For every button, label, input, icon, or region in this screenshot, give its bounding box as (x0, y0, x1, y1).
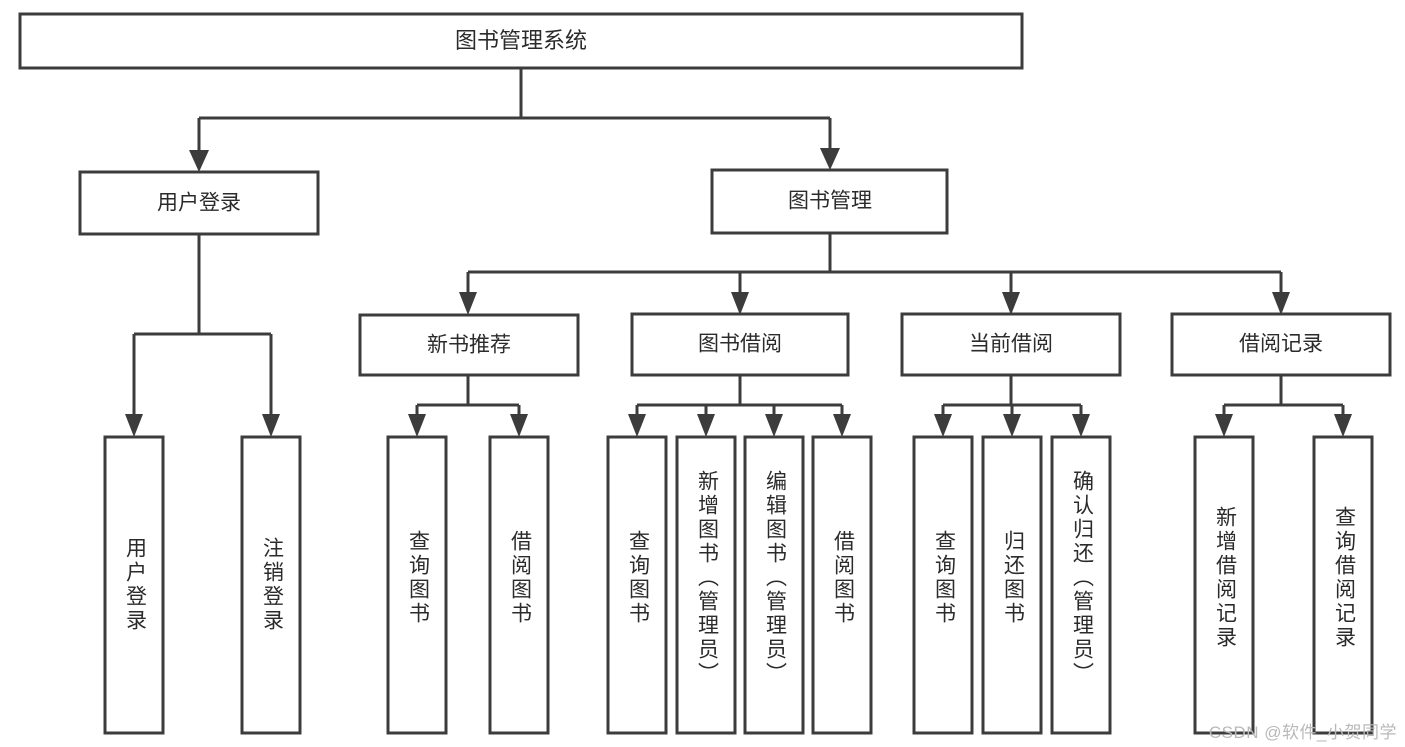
node-book-management-box[interactable] (710, 168, 949, 235)
node-leaf-return-book[interactable]: 归还图书 (981, 435, 1043, 735)
connector-group-book-management (459, 233, 1290, 315)
node-leaf-query-record[interactable]: 查询借阅记录 (1312, 435, 1374, 735)
node-user-login-box[interactable] (78, 170, 320, 236)
node-book-borrow[interactable]: 图书借阅 (630, 312, 850, 377)
connector-group-current-borrow (934, 375, 1090, 437)
node-leaf-user-login[interactable]: 用户登录 (103, 435, 165, 735)
node-leaf-add-book-box[interactable] (675, 435, 737, 735)
node-root[interactable]: 图书管理系统 (18, 12, 1024, 70)
node-leaf-add-record-box[interactable] (1193, 435, 1255, 735)
node-leaf-edit-book-box[interactable] (743, 435, 805, 735)
node-leaf-query-book-3-box[interactable] (912, 435, 974, 735)
node-new-book-recommend-box[interactable] (358, 313, 580, 377)
node-leaf-borrow-book-2-label: 借阅图书 (831, 530, 855, 626)
node-leaf-add-book[interactable]: 新增图书（管理员） (675, 435, 737, 735)
arrow-head-book-management (820, 148, 840, 170)
node-book-borrow-box[interactable] (630, 312, 850, 377)
arrow-head-leaf-query-book-2 (628, 414, 646, 437)
arrow-head-book-borrow (731, 292, 749, 315)
arrow-head-current-borrow (1002, 292, 1020, 315)
node-book-borrow-label: 图书借阅 (698, 333, 782, 356)
node-leaf-logout-box[interactable] (240, 435, 302, 735)
node-leaf-edit-book-label: 编辑图书（管理员） (763, 470, 787, 686)
node-leaf-logout-label: 注销登录 (260, 537, 284, 633)
node-leaf-borrow-book-1[interactable]: 借阅图书 (488, 435, 550, 735)
node-leaf-confirm-return[interactable]: 确认归还（管理员） (1050, 435, 1112, 735)
node-leaf-edit-book[interactable]: 编辑图书（管理员） (743, 435, 805, 735)
arrow-head-new-book-recommend (459, 292, 477, 315)
node-leaf-user-login-label: 用户登录 (123, 537, 147, 633)
node-leaf-query-book-1-box[interactable] (386, 435, 448, 735)
node-current-borrow-box[interactable] (900, 312, 1122, 377)
node-user-login[interactable]: 用户登录 (78, 170, 320, 236)
arrow-head-leaf-return-book (1003, 414, 1021, 437)
node-leaf-query-book-1-label: 查询图书 (406, 530, 430, 626)
node-book-management-label: 图书管理 (788, 190, 872, 213)
connector-group-book-borrow (628, 375, 851, 437)
node-leaf-add-record-label: 新增借阅记录 (1213, 506, 1237, 650)
node-book-management[interactable]: 图书管理 (710, 168, 949, 235)
connector-group-user-login (125, 234, 280, 437)
arrow-head-leaf-add-record (1215, 414, 1233, 437)
arrow-head-leaf-edit-book (765, 414, 783, 437)
node-borrow-record-box[interactable] (1170, 312, 1392, 377)
node-leaf-query-book-2[interactable]: 查询图书 (606, 435, 668, 735)
node-leaf-query-record-label: 查询借阅记录 (1332, 506, 1356, 650)
connector-group-root (189, 68, 840, 172)
node-leaf-query-book-3-label: 查询图书 (932, 530, 956, 626)
arrow-head-leaf-add-book (697, 414, 715, 437)
node-new-book-recommend[interactable]: 新书推荐 (358, 313, 580, 377)
arrow-head-leaf-query-book-3 (934, 414, 952, 437)
node-borrow-record-label: 借阅记录 (1239, 333, 1323, 356)
arrow-head-leaf-logout (262, 414, 280, 437)
node-leaf-query-record-box[interactable] (1312, 435, 1374, 735)
node-current-borrow-label: 当前借阅 (969, 333, 1053, 356)
node-root-label: 图书管理系统 (455, 28, 587, 53)
node-leaf-query-book-3[interactable]: 查询图书 (912, 435, 974, 735)
node-user-login-label: 用户登录 (157, 192, 241, 215)
node-leaf-query-book-2-label: 查询图书 (626, 530, 650, 626)
arrow-head-leaf-confirm-return (1072, 414, 1090, 437)
arrow-head-leaf-borrow-book-1 (510, 414, 528, 437)
node-leaf-logout[interactable]: 注销登录 (240, 435, 302, 735)
watermark-text: CSDN @软件_小贺同学 (1208, 723, 1397, 742)
node-leaf-query-book-1[interactable]: 查询图书 (386, 435, 448, 735)
arrow-head-leaf-borrow-book-2 (833, 414, 851, 437)
node-leaf-confirm-return-label: 确认归还（管理员） (1070, 470, 1094, 686)
node-leaf-borrow-book-1-box[interactable] (488, 435, 550, 735)
connector-group-borrow-record (1215, 375, 1352, 437)
node-leaf-borrow-book-2[interactable]: 借阅图书 (811, 435, 873, 735)
node-leaf-confirm-return-box[interactable] (1050, 435, 1112, 735)
node-leaf-user-login-box[interactable] (103, 435, 165, 735)
node-leaf-return-book-box[interactable] (981, 435, 1043, 735)
node-leaf-add-book-label: 新增图书（管理员） (695, 470, 719, 686)
node-root-box[interactable] (18, 12, 1024, 70)
arrow-head-leaf-user-login (125, 414, 143, 437)
node-leaf-query-book-2-box[interactable] (606, 435, 668, 735)
connector-group-new-book-recommend (408, 375, 528, 437)
arrow-head-leaf-query-book-1 (408, 414, 426, 437)
node-leaf-return-book-label: 归还图书 (1001, 530, 1025, 626)
node-new-book-recommend-label: 新书推荐 (427, 334, 511, 357)
node-current-borrow[interactable]: 当前借阅 (900, 312, 1122, 377)
node-leaf-add-record[interactable]: 新增借阅记录 (1193, 435, 1255, 735)
node-borrow-record[interactable]: 借阅记录 (1170, 312, 1392, 377)
node-leaf-borrow-book-2-box[interactable] (811, 435, 873, 735)
arrow-head-leaf-query-record (1334, 414, 1352, 437)
arrow-head-borrow-record (1272, 292, 1290, 315)
node-leaf-borrow-book-1-label: 借阅图书 (508, 530, 532, 626)
arrow-head-user-login (189, 150, 209, 172)
